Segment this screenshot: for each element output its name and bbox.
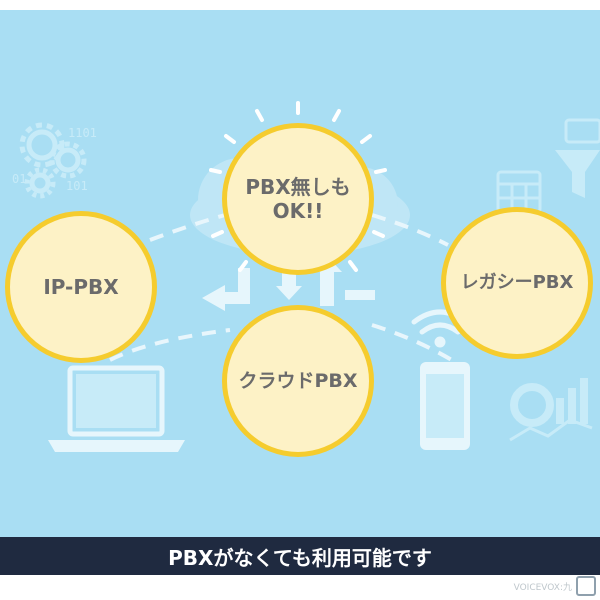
binary-text: 101 xyxy=(66,179,88,193)
chart-icon xyxy=(509,378,593,442)
gear-icon xyxy=(19,122,65,168)
smartphone-icon xyxy=(420,362,470,450)
gear-icon xyxy=(24,167,56,199)
node-label: クラウドPBX xyxy=(238,370,358,392)
caption-text: PBXがなくても利用可能です xyxy=(168,545,432,570)
top-white-band xyxy=(0,0,600,10)
cloud-pbx-node: クラウドPBX xyxy=(222,305,374,457)
funnel-icon xyxy=(555,118,600,198)
node-label: PBX無しも OK!! xyxy=(245,175,351,223)
calendar-icon xyxy=(496,170,542,214)
binary-text: 1101 xyxy=(68,126,97,140)
connector-lines xyxy=(109,213,462,367)
caption-bar: PBXがなくても利用可能です xyxy=(0,537,600,575)
laptop-icon xyxy=(48,365,185,452)
gear-icon xyxy=(49,141,87,179)
ip-pbx-node: IP-PBX xyxy=(5,211,157,363)
node-label: レガシーPBX xyxy=(460,272,574,293)
watermark-text: VOICEVOX:九 xyxy=(513,583,572,593)
no-pbx-ok-node: PBX無しも OK!! xyxy=(222,123,374,275)
legacy-pbx-node: レガシーPBX xyxy=(441,207,593,359)
watermark-logo-icon xyxy=(576,576,596,596)
highlight-rays xyxy=(209,101,387,272)
bottom-strip xyxy=(0,575,600,600)
node-label: IP-PBX xyxy=(43,275,119,299)
binary-text: 01 xyxy=(12,172,26,186)
